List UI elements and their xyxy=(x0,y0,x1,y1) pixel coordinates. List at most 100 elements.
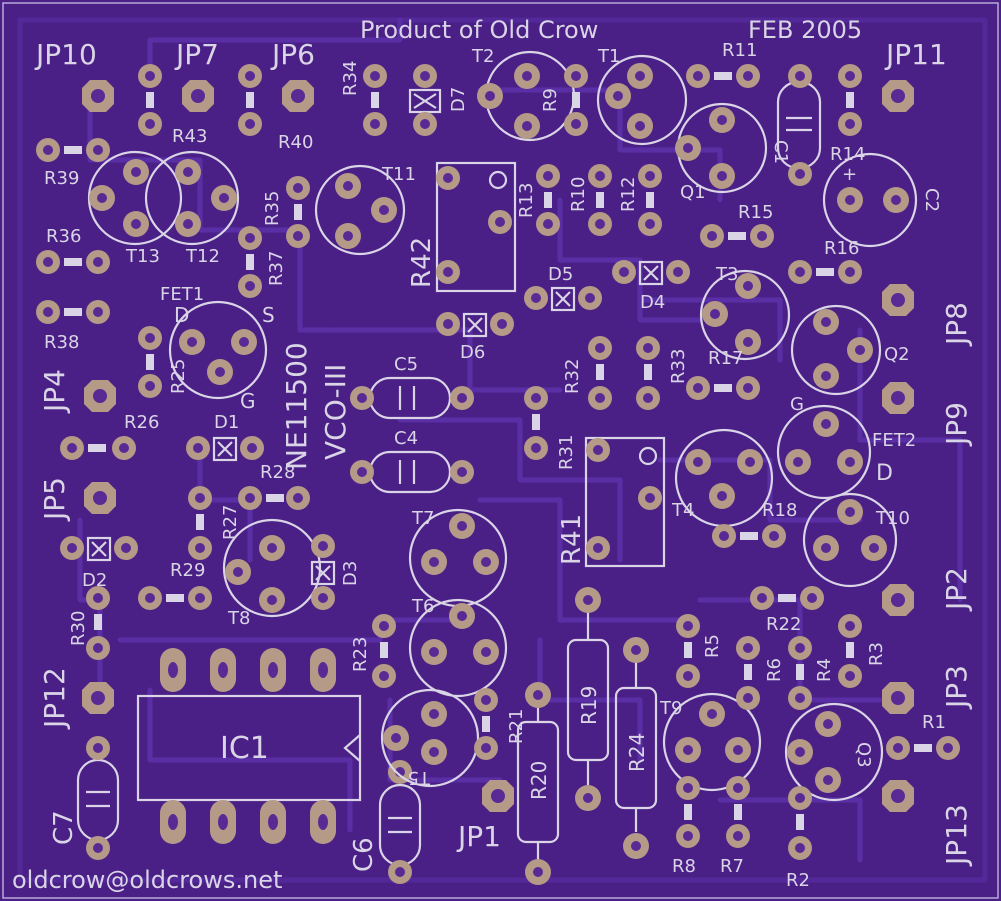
r6-label: R6 xyxy=(764,658,785,682)
transistor-t13: T13 xyxy=(87,150,183,267)
resistor-r6: R6 xyxy=(736,636,785,710)
resistor-r38: R38 xyxy=(36,300,110,353)
transistor-t8: T8 xyxy=(222,518,322,629)
jp6-label: JP6 xyxy=(270,38,315,71)
resistor-r20: R20 xyxy=(516,682,560,885)
r22-label: R22 xyxy=(766,614,801,635)
fet2: FET2 D G xyxy=(776,394,916,500)
resistor-r21: R21 xyxy=(474,688,527,760)
resistor-r39: R39 xyxy=(36,138,110,189)
r33-label: R33 xyxy=(668,349,689,384)
t4-label: T4 xyxy=(671,500,694,521)
jp10-label: JP10 xyxy=(34,38,97,71)
r15-label: R15 xyxy=(738,202,773,223)
resistor-r28: R28 xyxy=(238,462,310,510)
capacitor-c5: C5 xyxy=(350,354,474,420)
resistor-r18: R18 xyxy=(712,500,797,548)
fet1-pin-g: G xyxy=(240,389,256,413)
diode-d3: D3 xyxy=(310,534,361,610)
r34-label: R34 xyxy=(340,61,361,96)
jp4-pad xyxy=(84,380,116,412)
resistor-r5: R5 xyxy=(676,614,723,688)
trimpot-r42: R42 xyxy=(407,161,517,293)
jp3-pad xyxy=(882,682,914,714)
r28-label: R28 xyxy=(260,462,295,483)
r3-label: R3 xyxy=(866,642,887,666)
t5-label: T5 xyxy=(408,767,431,788)
r32-label: R32 xyxy=(562,359,583,394)
project-line1: NE11500 xyxy=(280,342,313,470)
resistor-r23: R23 xyxy=(350,614,396,688)
t13-label: T13 xyxy=(125,246,160,267)
r2-label: R2 xyxy=(786,870,810,891)
r8-label: R8 xyxy=(672,856,696,877)
diode-d2: D2 xyxy=(60,536,138,591)
project-line2: VCO-III xyxy=(319,364,352,460)
r11-label: R11 xyxy=(722,40,757,61)
c7-label: C7 xyxy=(49,810,79,845)
resistor-r8: R8 xyxy=(672,776,700,877)
resistor-r16: R16 xyxy=(788,238,862,284)
jumper-pads xyxy=(82,80,914,812)
t1-label: T1 xyxy=(597,46,620,67)
resistor-r25: R25 xyxy=(138,326,189,398)
resistor-r43: R43 xyxy=(138,64,207,147)
transistor-q1: Q1 xyxy=(675,102,768,203)
t8-label: T8 xyxy=(227,608,250,629)
c1-label: C1 xyxy=(770,140,791,164)
jp5-pad xyxy=(84,482,116,514)
fet1-pin-s: S xyxy=(262,303,275,327)
jp12-label: JP12 xyxy=(38,667,71,730)
t2-label: T2 xyxy=(471,46,494,67)
date-text: FEB 2005 xyxy=(748,16,862,44)
transistor-t5: T5 xyxy=(380,688,480,788)
trimpot-r41: R41 xyxy=(557,436,666,568)
jp13-pad xyxy=(882,780,914,812)
r38-label: R38 xyxy=(44,332,79,353)
r18-label: R18 xyxy=(762,500,797,521)
jp5-label: JP5 xyxy=(38,477,71,522)
resistor-r12: R12 xyxy=(618,164,662,236)
d5-label: D5 xyxy=(548,264,573,285)
resistor-r37: R37 xyxy=(238,226,287,298)
capacitor-c7: C7 xyxy=(49,736,120,860)
d1-label: D1 xyxy=(214,412,239,433)
t12-label: T12 xyxy=(185,246,220,267)
r1-label: R1 xyxy=(922,712,946,733)
r13-label: R13 xyxy=(516,183,537,218)
fet2-pin-d: D xyxy=(876,461,893,486)
t9-label: T9 xyxy=(659,698,682,719)
transistor-t4: T4 xyxy=(671,428,774,528)
resistor-r40: R40 xyxy=(238,64,313,153)
transistor-q2: Q2 xyxy=(790,304,910,396)
t6-label: T6 xyxy=(411,596,434,617)
r40-label: R40 xyxy=(278,132,313,153)
jp7-label: JP7 xyxy=(174,38,219,71)
fet1: FET1 D S G xyxy=(160,284,275,413)
q1-label: Q1 xyxy=(680,182,706,203)
transistor-t6: T6 xyxy=(408,596,508,698)
resistor-r1: R1 xyxy=(886,712,960,760)
fet1-pin-d: D xyxy=(174,303,189,327)
t11-label: T11 xyxy=(381,164,416,185)
transistor-t9: T9 xyxy=(659,692,762,792)
transistor-t11: T11 xyxy=(314,164,416,256)
r25-label: R25 xyxy=(168,359,189,394)
diode-d7: D7 xyxy=(408,64,469,136)
r10-label: R10 xyxy=(568,177,589,212)
resistor-r29: R29 xyxy=(138,560,212,610)
r31-label: R31 xyxy=(556,435,577,470)
resistor-r36: R36 xyxy=(36,226,110,274)
t3-label: T3 xyxy=(715,264,738,285)
r37-label: R37 xyxy=(266,251,287,286)
jp12-pad xyxy=(82,682,114,714)
resistor-r34: R34 xyxy=(340,61,387,136)
capacitor-c2-electrolytic: + C2 xyxy=(822,152,942,248)
r27-label: R27 xyxy=(220,505,241,540)
c5-label: C5 xyxy=(394,354,418,375)
t7-label: T7 xyxy=(411,508,434,529)
r23-label: R23 xyxy=(350,637,371,672)
small-resistors: R34 R9 R11 R43 R40 xyxy=(36,40,960,891)
